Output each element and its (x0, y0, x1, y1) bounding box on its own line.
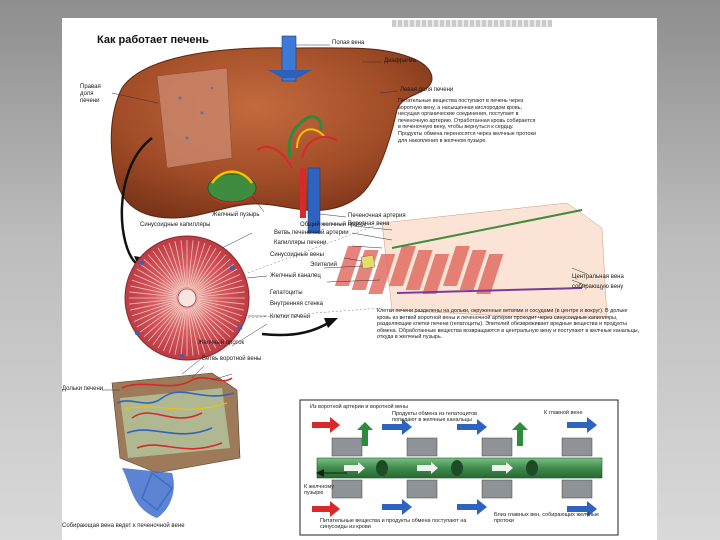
label-portal-branch: Ветвь воротной вены (202, 356, 262, 362)
anatomy-illustration (102, 35, 619, 536)
label-artery-branch: Ветвь печеночной артерии (274, 230, 349, 236)
label-portal-vein: Воротная вена (348, 221, 390, 227)
faded-header-text (392, 20, 552, 27)
label-sinusoid-veins: Синусоидные вены (270, 252, 324, 258)
label-collecting-vein: Собирающая вена ведет к печеночной вене (62, 523, 185, 529)
vena-cava (281, 35, 297, 82)
vessel-block (111, 372, 241, 518)
portal-vein (307, 167, 321, 234)
flow-arrow-2 (261, 320, 331, 337)
nutrients-paragraph: Питательные вещества поступают в печень … (398, 98, 536, 144)
flow-label-left-mid: К желчному пузырю (304, 484, 334, 496)
label-hepatocytes: Гепатоциты (270, 290, 303, 296)
flow-label-top-mid: Продукты обмена из гепатоцитов попадают … (392, 411, 478, 423)
gallbladder (207, 173, 257, 203)
lobule-cross-section (124, 235, 250, 361)
label-left-lobe: Левая доля печени (400, 87, 454, 93)
sinusoid-detail (334, 202, 608, 319)
flow-label-bottom-right: Близ главных вен, собирающих желчные про… (494, 512, 600, 524)
label-hepatic-artery: Печеночная артерия (348, 213, 406, 219)
label-vena-cava: Полая вена (332, 40, 365, 46)
label-diaphragm: Диафрагма (384, 58, 417, 64)
label-collecting: собирающую вену (572, 284, 624, 290)
label-central-vein: Центральная вена (572, 274, 624, 280)
flow-label-top-right: К главной вене (544, 410, 583, 416)
hepatic-artery (300, 168, 306, 218)
flow-arrow-1 (120, 137, 153, 265)
label-bile-duct: Желчный проток (198, 340, 245, 346)
label-sinusoids: Синусоидные капилляры (140, 222, 211, 228)
lobule-paragraph: Клетки печени разделены на дольки, окруж… (377, 308, 640, 341)
diagram-sheet: Как работает печень (62, 18, 657, 540)
label-epithelium: Эпителий (310, 262, 337, 268)
label-right-lobe: Правая доля печени (80, 84, 101, 104)
cutaway-section (156, 67, 233, 169)
flow-label-bottom-left: Питательные вещества и продукты обмена п… (320, 518, 467, 530)
label-bile-canal: Желчный каналец (270, 273, 321, 279)
label-hepatic-lobule: Дольки печени (62, 386, 104, 392)
label-bile-duct-common: Общий желчный проток (300, 222, 367, 228)
central-vein (177, 288, 197, 308)
label-cells: Клетки печени (270, 314, 311, 320)
diagram-title: Как работает печень (97, 34, 209, 46)
liver (110, 35, 433, 234)
flow-diagram (299, 399, 619, 536)
label-inner-wall: Внутренняя стенка (270, 301, 323, 307)
flow-label-top-left: Из воротной артерии и воротной вены (310, 404, 409, 410)
label-capillaries: Капилляры печени (274, 240, 327, 246)
label-gallbladder: Желчный пузырь (212, 212, 260, 218)
